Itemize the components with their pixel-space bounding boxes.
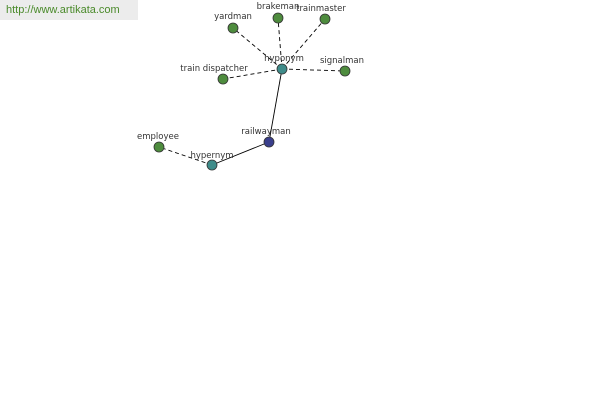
label-railwayman: railwayman: [241, 127, 291, 137]
label-yardman: yardman: [214, 12, 252, 22]
label-trainmaster: trainmaster: [296, 4, 346, 14]
node-brakeman[interactable]: [272, 12, 284, 24]
edge-hyponym-train-dispatcher: [222, 68, 283, 80]
label-signalman: signalman: [320, 56, 364, 66]
node-train-dispatcher[interactable]: [217, 73, 229, 85]
label-hypernym: hypernym: [190, 151, 233, 161]
edge-hyponym-yardman: [232, 27, 283, 70]
label-train-dispatcher: train dispatcher: [180, 64, 248, 74]
edge-railwayman-hypernym: [211, 141, 270, 166]
source-url-banner: http://www.artikata.com: [0, 0, 138, 20]
node-employee[interactable]: [153, 141, 165, 153]
label-employee: employee: [137, 132, 179, 142]
label-hyponym: hyponym: [264, 54, 304, 64]
node-trainmaster[interactable]: [319, 13, 331, 25]
node-yardman[interactable]: [227, 22, 239, 34]
label-brakeman: brakeman: [257, 2, 300, 12]
edge-hyponym-brakeman: [277, 17, 283, 70]
edge-hypernym-employee: [158, 146, 213, 166]
edge-hyponym-signalman: [281, 68, 346, 72]
node-hyponym[interactable]: [276, 63, 288, 75]
node-signalman[interactable]: [339, 65, 351, 77]
node-railwayman[interactable]: [263, 136, 275, 148]
node-hypernym[interactable]: [206, 159, 218, 171]
source-url-text[interactable]: http://www.artikata.com: [6, 4, 120, 16]
edge-railwayman-hyponym: [268, 68, 283, 143]
edge-hyponym-trainmaster: [281, 18, 326, 70]
